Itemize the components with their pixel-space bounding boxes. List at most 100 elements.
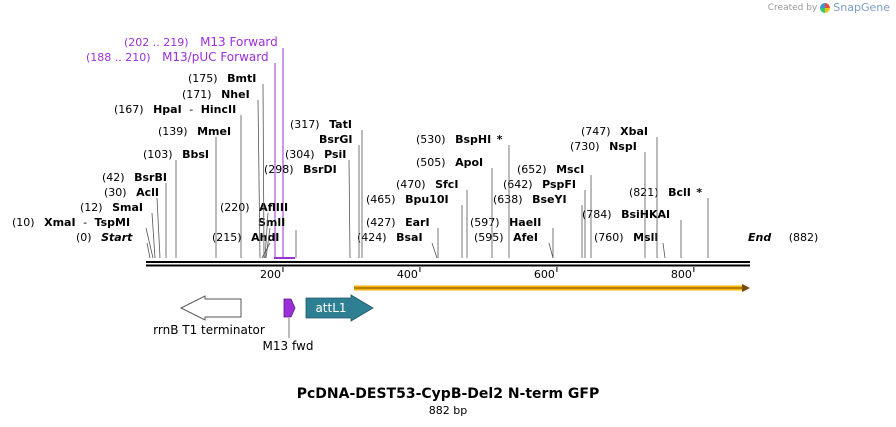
primer-m13-puc-forward-pos: (188 .. 210) bbox=[86, 51, 151, 64]
site-msci[interactable]: (652) MscI bbox=[517, 163, 584, 176]
site-bmti-pos: (175) bbox=[188, 72, 218, 85]
site-xmai[interactable]: (10) XmaI - TspMI bbox=[12, 216, 130, 229]
site-psii-pos: (304) bbox=[285, 148, 315, 161]
site-pspfi[interactable]: (642) PspFI bbox=[503, 178, 576, 191]
site-ahdi-pos: (215) bbox=[212, 231, 242, 244]
site-sfci-pos: (470) bbox=[396, 178, 426, 191]
primer-m13-forward-name: M13 Forward bbox=[200, 35, 278, 49]
leader-bmti bbox=[262, 83, 265, 259]
site-apoi-pos: (505) bbox=[416, 156, 446, 169]
site-afei-pos: (595) bbox=[474, 231, 504, 244]
start-label: Start bbox=[101, 231, 133, 244]
site-bseyi[interactable]: (638) BseYI bbox=[493, 193, 567, 206]
site-bsrbi-pos: (42) bbox=[102, 171, 125, 184]
site-bsrdi[interactable]: (298) BsrDI bbox=[264, 163, 337, 176]
attl1-arrow[interactable] bbox=[305, 294, 374, 322]
site-bbsi[interactable]: (103) BbsI bbox=[143, 148, 209, 161]
site-bsphi[interactable]: (530) BspHI * bbox=[416, 133, 503, 146]
leader-bsai bbox=[431, 242, 438, 259]
site-haeii[interactable]: (597) HaeII bbox=[470, 216, 541, 229]
site-msli[interactable]: (760) MslI bbox=[594, 231, 658, 244]
site-afliii[interactable]: (220) AflIII bbox=[220, 201, 288, 214]
site-xbai[interactable]: (747) XbaI bbox=[581, 125, 648, 138]
m13-fwd-label: M13 fwd bbox=[263, 339, 314, 353]
primer-m13-forward[interactable]: (202 .. 219) M13 Forward bbox=[124, 35, 278, 49]
site-msci-name: MscI bbox=[556, 163, 584, 176]
site-bcli-star: * bbox=[696, 186, 702, 199]
site-acli[interactable]: (30) AclI bbox=[104, 186, 159, 199]
cut-site-leaders bbox=[145, 83, 709, 259]
site-bmti-name: BmtI bbox=[227, 72, 256, 85]
site-bsihkai[interactable]: (784) BsiHKAI bbox=[582, 208, 670, 221]
site-bsrdi-pos: (298) bbox=[264, 163, 294, 176]
site-eari-pos: (427) bbox=[366, 216, 396, 229]
site-hpai[interactable]: (167) HpaI - HincII bbox=[114, 103, 236, 116]
leader-acli bbox=[156, 197, 161, 259]
site-nhei-pos: (171) bbox=[182, 88, 212, 101]
site-bsihkai-name: BsiHKAI bbox=[621, 208, 670, 221]
snapgene-watermark: Created by SnapGene bbox=[768, 1, 890, 14]
site-bbsi-pos: (103) bbox=[143, 148, 173, 161]
site-nspi-pos: (730) bbox=[570, 140, 600, 153]
rrnb-t1-terminator-label: rrnB T1 terminator bbox=[153, 323, 265, 337]
map-title: PcDNA-DEST53-CypB-Del2 N-term GFP bbox=[296, 386, 600, 402]
rrnb-t1-terminator-arrow[interactable] bbox=[179, 295, 242, 321]
site-pspfi-name: PspFI bbox=[542, 178, 576, 191]
site-bcli[interactable]: (821) BclI * bbox=[629, 186, 702, 199]
site-tspmi-name: TspMI bbox=[95, 216, 131, 229]
site-smli[interactable]: SmlI bbox=[258, 216, 285, 229]
primer-m13-puc-forward-name: M13/pUC Forward bbox=[162, 50, 269, 64]
site-smai[interactable]: (12) SmaI bbox=[80, 201, 143, 214]
site-bseyi-name: BseYI bbox=[532, 193, 566, 206]
site-nspi[interactable]: (730) NspI bbox=[570, 140, 637, 153]
site-eari[interactable]: (427) EarI bbox=[366, 216, 430, 229]
site-bsrbi[interactable]: (42) BsrBI bbox=[102, 171, 167, 184]
site-hincii-name: HincII bbox=[201, 103, 237, 116]
primer-m13-puc-forward[interactable]: (188 .. 210) M13/pUC Forward bbox=[86, 50, 269, 64]
site-bsrgi[interactable]: BsrGI bbox=[319, 133, 352, 146]
site-apoi[interactable]: (505) ApoI bbox=[416, 156, 483, 169]
site-haeii-pos: (597) bbox=[470, 216, 500, 229]
site-bpu10i[interactable]: (465) Bpu10I bbox=[366, 193, 449, 206]
orf-arrow[interactable] bbox=[354, 284, 750, 292]
site-bseyi-pos: (638) bbox=[493, 193, 523, 206]
site-afliii-name: AflIII bbox=[259, 201, 288, 214]
site-bmti[interactable]: (175) BmtI bbox=[188, 72, 256, 85]
site-nhei[interactable]: (171) NheI bbox=[182, 88, 250, 101]
site-mmei-pos: (139) bbox=[158, 125, 188, 138]
site-xmai-dash: - bbox=[83, 216, 87, 229]
site-bcli-name: BclI bbox=[668, 186, 691, 199]
site-mmei[interactable]: (139) MmeI bbox=[158, 125, 231, 138]
leader-msli bbox=[662, 242, 666, 259]
backbone-bottom-strand bbox=[146, 264, 750, 267]
site-bpu10i-name: Bpu10I bbox=[405, 193, 449, 206]
site-bcli-pos: (821) bbox=[629, 186, 659, 199]
site-psii[interactable]: (304) PsiI bbox=[285, 148, 346, 161]
m13-fwd-arrow[interactable] bbox=[283, 298, 296, 318]
leader-ahdi bbox=[261, 242, 271, 259]
primer-m13-forward-pos: (202 .. 219) bbox=[124, 36, 189, 49]
site-ahdi[interactable]: (215) AhdI bbox=[212, 231, 279, 244]
leader-smli bbox=[265, 227, 271, 259]
watermark-brand: SnapGene bbox=[833, 1, 890, 14]
site-eari-name: EarI bbox=[405, 216, 429, 229]
site-ahdi-name: AhdI bbox=[251, 231, 279, 244]
start-pos: (0) bbox=[76, 231, 92, 244]
site-sfci[interactable]: (470) SfcI bbox=[396, 178, 458, 191]
site-afei[interactable]: (595) AfeI bbox=[474, 231, 538, 244]
site-bbsi-name: BbsI bbox=[182, 148, 209, 161]
end-marker: End (882) bbox=[748, 231, 818, 244]
site-bsrdi-name: BsrDI bbox=[303, 163, 337, 176]
site-afei-name: AfeI bbox=[513, 231, 538, 244]
backbone-top-strand bbox=[146, 261, 750, 263]
site-hpai-dash: - bbox=[189, 103, 193, 116]
site-tati[interactable]: (317) TatI bbox=[290, 118, 352, 131]
ruler-label-600: 600 bbox=[534, 268, 555, 281]
site-bsai[interactable]: (424) BsaI bbox=[357, 231, 423, 244]
leader-nhei bbox=[257, 99, 261, 259]
site-xmai-pos: (10) bbox=[12, 216, 35, 229]
site-sfci-name: SfcI bbox=[435, 178, 458, 191]
leader-afei bbox=[548, 242, 554, 259]
site-smai-name: SmaI bbox=[112, 201, 143, 214]
